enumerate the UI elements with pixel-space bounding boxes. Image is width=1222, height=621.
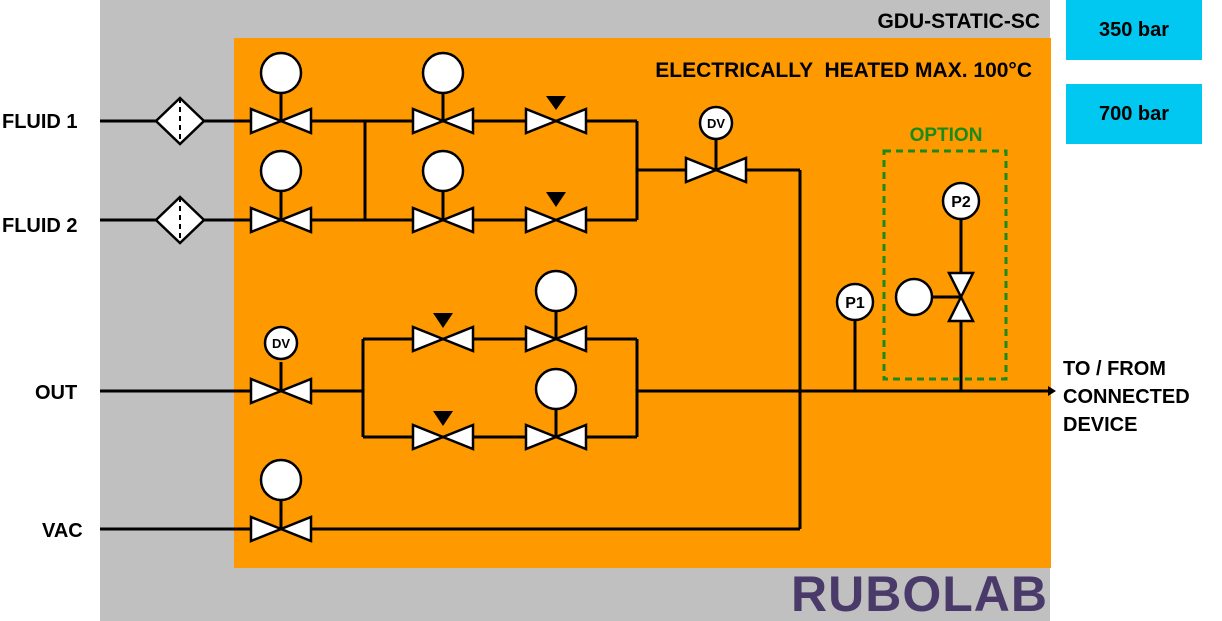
label-vac: VAC (42, 520, 83, 542)
dv-text-out: DV (272, 336, 290, 351)
gauge-p2: P2 (941, 181, 981, 221)
gauge-p1: P1 (835, 282, 875, 322)
option-box (882, 149, 1008, 381)
filter-fluid-2 (154, 195, 206, 245)
dv-indicator-out: DV (263, 325, 299, 361)
outlet-arrow (1048, 386, 1056, 396)
gauge-p2-label: P2 (951, 194, 971, 211)
pressure-350-text: 350 bar (1098, 18, 1170, 41)
outlet-label-line-1: TO / FROM (1063, 358, 1166, 380)
pressure-350-badge: 350 bar (1066, 0, 1202, 60)
gauge-p1-label: P1 (845, 295, 865, 312)
piping (100, 92, 1052, 531)
outlet-label-line-3: DEVICE (1063, 414, 1137, 436)
rubolab-logo: RUBOLAB (791, 566, 1048, 621)
pressure-700-text: 700 bar (1098, 102, 1170, 125)
label-fluid-1: FLUID 1 (2, 111, 78, 133)
dv-indicator-supply: DV (698, 105, 734, 141)
filter-fluid-1 (154, 96, 206, 146)
dv-text-supply: DV (707, 116, 725, 131)
actuators (259, 51, 934, 502)
check-markers (433, 96, 566, 426)
label-fluid-2: FLUID 2 (2, 215, 78, 237)
label-out: OUT (35, 382, 77, 404)
outlet-label-line-2: CONNECTED (1063, 386, 1190, 408)
pressure-700-badge: 700 bar (1066, 84, 1202, 144)
device-title: GDU-STATIC-SC (877, 10, 1040, 33)
option-label: OPTION (910, 125, 983, 146)
heated-zone-label: ELECTRICALLY HEATED MAX. 100°C (655, 59, 1032, 82)
